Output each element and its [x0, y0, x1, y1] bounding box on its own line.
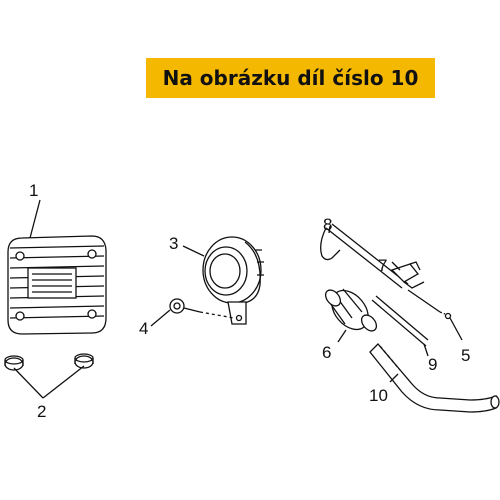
callout-7: 7: [378, 256, 387, 275]
callout-9: 9: [428, 355, 437, 374]
leader-lines: [13, 199, 463, 399]
callout-5: 5: [461, 346, 470, 365]
part-2-grommets: [4, 353, 94, 371]
right-assembly: [320, 223, 500, 413]
callout-8: 8: [323, 215, 332, 234]
callout-6: 6: [322, 343, 331, 362]
part-4-screw: [169, 298, 235, 319]
highlight-banner: Na obrázku díl číslo 10: [146, 58, 435, 98]
callout-1: 1: [29, 181, 38, 200]
callout-4: 4: [139, 319, 148, 338]
part-1-finned-head: [7, 235, 107, 335]
callout-3: 3: [169, 234, 178, 253]
callout-10: 10: [369, 386, 388, 405]
callout-2: 2: [37, 402, 46, 421]
part-3-round-horn: [202, 236, 264, 325]
